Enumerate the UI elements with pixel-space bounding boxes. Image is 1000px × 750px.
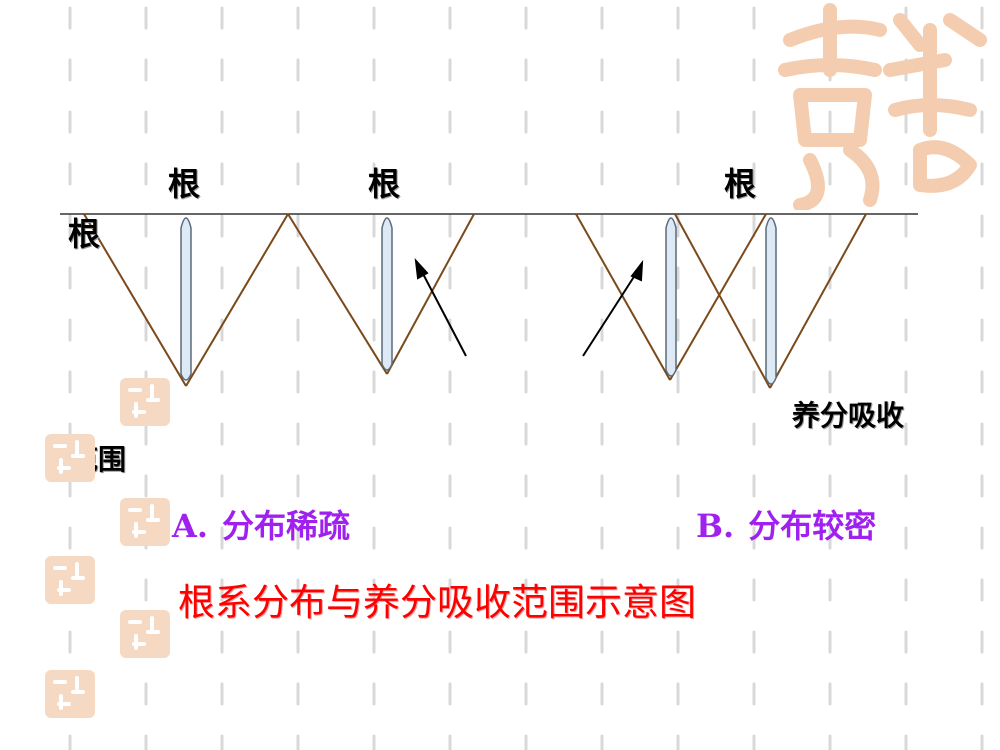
absorption-line [575, 213, 671, 381]
auspicious-seal-icon [778, 3, 987, 210]
root [665, 217, 677, 377]
root-label: 根 [168, 165, 201, 203]
absorb-label: 养分吸收 [792, 399, 905, 432]
option-a-text: 分布稀疏 [221, 507, 350, 545]
arrow-head [414, 258, 429, 280]
arrow [420, 269, 467, 357]
small-seal-icon [120, 378, 170, 426]
absorption-line [287, 213, 388, 375]
diagram-caption: 根系分布与养分吸收范围示意图 [178, 581, 696, 624]
root [180, 217, 192, 381]
absorption-line [669, 213, 767, 381]
small-seal-icon [45, 670, 95, 718]
option-b-text: 分布较密 [748, 507, 877, 545]
root-label: 根 [724, 165, 757, 203]
small-seal-icon [45, 434, 95, 482]
absorption-line [769, 213, 867, 389]
root-label: 根 [68, 215, 101, 253]
absorption-range-lines [83, 213, 867, 389]
option-a: A. 分布稀疏 [172, 510, 350, 542]
option-b: B. 分布较密 [696, 510, 876, 542]
option-a-letter: A. [172, 507, 208, 545]
absorption-line [386, 213, 475, 375]
roots [180, 217, 777, 385]
absorption-line [674, 213, 771, 389]
root [381, 217, 393, 371]
root-label: 根 [368, 165, 401, 203]
arrow [582, 271, 638, 357]
pointer-arrows [414, 258, 644, 357]
absorption-line [185, 213, 289, 387]
arrow-head [630, 259, 644, 282]
option-b-letter: B. [696, 507, 735, 545]
small-seal-icon [120, 498, 170, 546]
root [765, 217, 777, 385]
absorption-line [83, 213, 187, 387]
small-seal-icon [45, 556, 95, 604]
small-seal-icon [120, 610, 170, 658]
